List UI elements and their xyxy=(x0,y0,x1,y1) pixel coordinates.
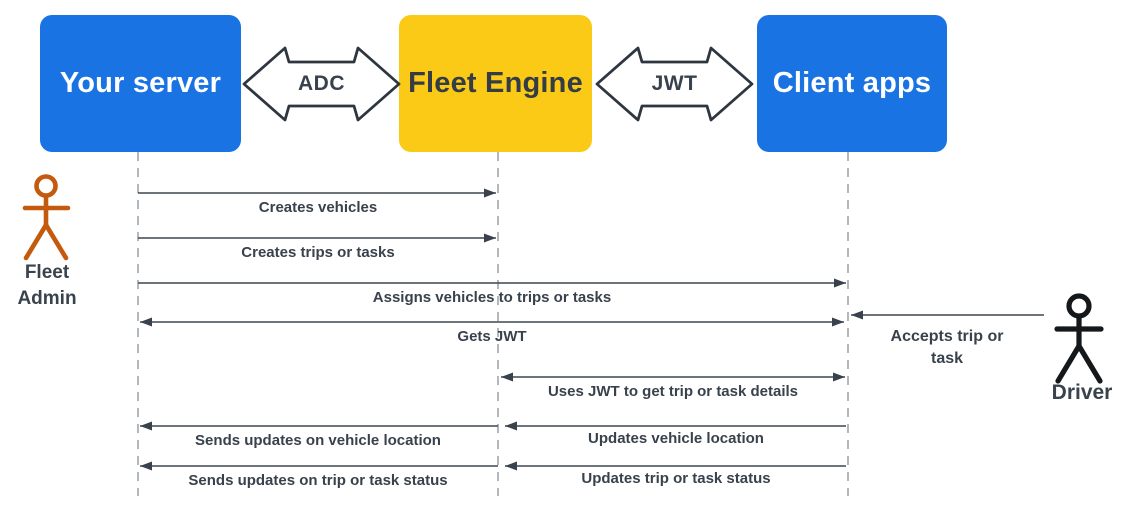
node-fleet-engine: Fleet Engine xyxy=(399,15,592,152)
message-sends-updates-trip-status: Sends updates on trip or task status xyxy=(188,472,448,489)
adc-text: ADC xyxy=(298,72,345,95)
message-updates-vehicle-location: Updates vehicle location xyxy=(588,430,764,447)
jwt-double-arrow-icon xyxy=(595,46,754,122)
node-your-server-label: Your server xyxy=(59,67,222,99)
node-your-server: Your server xyxy=(40,15,241,152)
message-accepts-trip-or-task: Accepts trip or task xyxy=(890,328,1004,368)
message-gets-jwt: Gets JWT xyxy=(457,328,527,345)
node-client-apps-label: Client apps xyxy=(772,67,932,99)
message-assigns-vehicles: Assigns vehicles to trips or tasks xyxy=(372,289,612,306)
jwt-connector-label: JWT xyxy=(594,45,755,123)
message-creates-trips-or-tasks: Creates trips or tasks xyxy=(241,244,395,261)
message-updates-trip-status: Updates trip or task status xyxy=(581,470,771,487)
node-client-apps: Client apps xyxy=(757,15,947,152)
node-fleet-engine-label: Fleet Engine xyxy=(408,67,583,99)
fleet-admin-label: Fleet Admin xyxy=(17,262,77,309)
adc-double-arrow-icon xyxy=(242,46,401,122)
message-uses-jwt: Uses JWT to get trip or task details xyxy=(547,383,799,400)
adc-connector-label: ADC xyxy=(241,45,402,123)
fleet-admin-actor-icon xyxy=(22,174,71,261)
driver-actor-icon xyxy=(1054,293,1104,384)
jwt-text: JWT xyxy=(651,72,698,95)
driver-label: Driver xyxy=(1051,381,1113,404)
message-creates-vehicles: Creates vehicles xyxy=(258,199,378,216)
message-sends-updates-vehicle-location: Sends updates on vehicle location xyxy=(195,432,441,449)
